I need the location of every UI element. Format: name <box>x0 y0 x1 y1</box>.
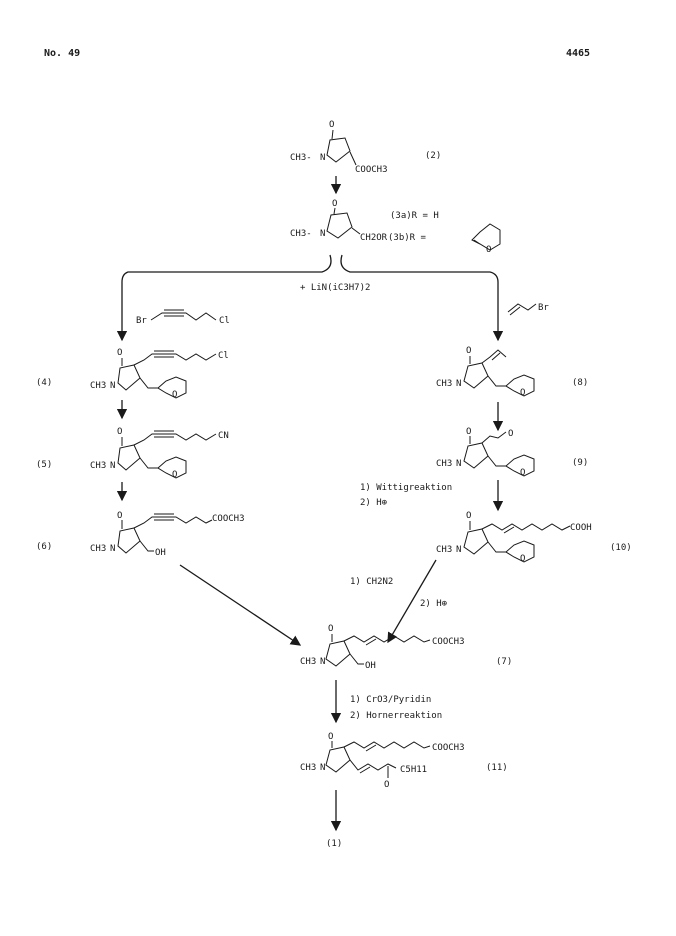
ring-n: N <box>110 544 115 554</box>
step-wittig-2: 2) H⊕ <box>360 498 387 508</box>
step-final-1: 1) CrO3/Pyridin <box>350 695 431 705</box>
thp-ether <box>487 374 535 397</box>
thp-o: O <box>172 390 177 400</box>
compound-3: CH3- N O CH2OR (3a)R = H (3b)R = O <box>290 199 501 255</box>
ring-n: N <box>456 545 461 555</box>
thp-ether <box>139 456 187 479</box>
compound-11: CH3 N O COOCH3 C5H11 O (11) <box>300 732 508 790</box>
thp-ether <box>487 540 535 563</box>
ring-n: N <box>110 461 115 471</box>
ring-carbonyl-o: O <box>466 511 471 521</box>
compound-label-7: (7) <box>496 657 512 667</box>
thp-o: O <box>520 468 525 478</box>
cn-label: CN <box>218 431 229 441</box>
ring-carbonyl-o: O <box>328 732 333 742</box>
methyl-label: CH3 <box>436 545 452 555</box>
thp-ether <box>139 376 187 399</box>
methyl-label: CH3 <box>90 461 106 471</box>
ring-n: N <box>320 657 325 667</box>
compound-8: CH3 N O O (8) <box>436 346 588 398</box>
ester-label: COOCH3 <box>432 637 465 647</box>
compound-6: (6) CH3 N O COOCH3 OH <box>36 511 245 558</box>
ester-label: COOCH3 <box>212 514 245 524</box>
ring-carbonyl-o: O <box>117 348 122 358</box>
ring-carbonyl-o: O <box>328 624 333 634</box>
reagent-lda: + LiN(iC3H7)2 <box>300 283 370 293</box>
compound-label-10: (10) <box>610 543 632 553</box>
page-number-left: No. 49 <box>44 48 81 59</box>
ring-n: N <box>320 763 325 773</box>
compound-7: CH3 N O COOCH3 OH (7) <box>300 624 512 671</box>
methyl-label: CH3- <box>290 153 312 163</box>
r-definition-a: (3a)R = H <box>390 211 439 221</box>
arrow-10-to-7 <box>387 559 437 644</box>
r-definition-b: (3b)R = <box>388 233 427 243</box>
acid-label: COOH <box>570 523 592 533</box>
thp-ether <box>487 454 535 477</box>
branch-arrow-right <box>340 254 504 342</box>
side-chain-label: CH2OR <box>360 233 388 243</box>
ring-n: N <box>320 229 325 239</box>
compound-label-11: (11) <box>486 763 508 773</box>
methyl-label: CH3- <box>290 229 312 239</box>
compound-4: (4) CH3 N O Cl O <box>36 348 229 400</box>
ring-carbonyl-o: O <box>329 120 334 130</box>
branch-arrow-left <box>116 254 332 342</box>
compound-10: CH3 N O COOH O (10) <box>436 511 632 564</box>
aldehyde-o: O <box>508 429 513 439</box>
ring-n: N <box>110 381 115 391</box>
ring-carbonyl-o: O <box>117 511 122 521</box>
arrow-6-to-7 <box>179 564 302 646</box>
cl-label: Cl <box>219 316 230 326</box>
compound-label-1: (1) <box>326 839 342 849</box>
ester-label: COOCH3 <box>355 165 388 175</box>
compound-label-8: (8) <box>572 378 588 388</box>
ring-n: N <box>456 379 461 389</box>
oh-label: OH <box>365 661 376 671</box>
ester-label: COOCH3 <box>432 743 465 753</box>
methyl-label: CH3 <box>300 763 316 773</box>
thp-o: O <box>486 245 491 255</box>
methyl-label: CH3 <box>436 459 452 469</box>
thp-o: O <box>520 554 525 564</box>
compound-label-2: (2) <box>425 151 441 161</box>
allyl-bromide: Br <box>507 303 549 316</box>
step-wittig-1: 1) Wittigreaktion <box>360 483 452 493</box>
oh-label: OH <box>155 548 166 558</box>
thp-ring <box>471 223 501 251</box>
compound-5: (5) CH3 N O CN O <box>36 427 229 480</box>
step-diazo-1: 1) CH2N2 <box>350 577 393 587</box>
ring-n: N <box>456 459 461 469</box>
ring-carbonyl-o: O <box>466 427 471 437</box>
compound-label-4: (4) <box>36 378 52 388</box>
br-label: Br <box>136 316 147 326</box>
compound-label-5: (5) <box>36 460 52 470</box>
methyl-label: CH3 <box>436 379 452 389</box>
ring-carbonyl-o: O <box>466 346 471 356</box>
ring-carbonyl-o: O <box>332 199 337 209</box>
methyl-label: CH3 <box>300 657 316 667</box>
pentyl-label: C5H11 <box>400 765 427 775</box>
keto-o: O <box>384 780 389 790</box>
compound-9: CH3 N O O O (9) <box>436 427 588 478</box>
cl-label: Cl <box>218 351 229 361</box>
page-number-right: 4465 <box>566 48 591 59</box>
compound-label-9: (9) <box>572 458 588 468</box>
br-label: Br <box>538 303 549 313</box>
methyl-label: CH3 <box>90 381 106 391</box>
bromo-chloro-hexyne: Br Cl <box>136 309 230 326</box>
compound-2: CH3- N O COOCH3 (2) <box>290 120 441 175</box>
compound-label-6: (6) <box>36 542 52 552</box>
step-diazo-2: 2) H⊕ <box>420 599 447 609</box>
ring-carbonyl-o: O <box>117 427 122 437</box>
ring-n: N <box>320 153 325 163</box>
thp-o: O <box>520 388 525 398</box>
step-final-2: 2) Hornerreaktion <box>350 711 442 721</box>
thp-o: O <box>172 470 177 480</box>
methyl-label: CH3 <box>90 544 106 554</box>
